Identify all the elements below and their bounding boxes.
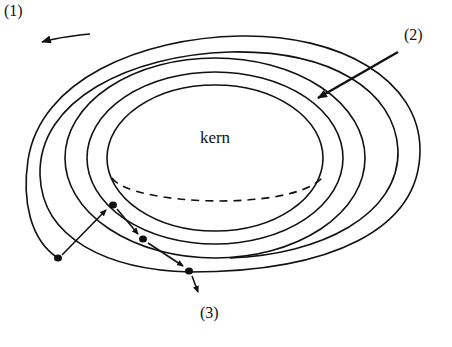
particle-dot	[54, 255, 62, 262]
ring	[26, 36, 420, 272]
particle-arrow	[192, 276, 198, 292]
particle-arrow	[117, 209, 138, 234]
dashed-arc	[112, 178, 322, 201]
ellipse-outline	[107, 85, 323, 231]
ring	[87, 72, 343, 244]
rotation-arrow	[42, 34, 90, 42]
ring	[65, 58, 365, 258]
callout-number: (3)	[200, 304, 219, 322]
core-label: kern	[200, 128, 230, 148]
particle-arrow	[148, 243, 183, 266]
particle-arrow	[62, 210, 106, 255]
particle-dot	[139, 236, 147, 243]
callout-number: (1)	[4, 2, 23, 20]
ring	[40, 52, 398, 272]
particle-dot	[185, 268, 193, 275]
pointer-arrow	[318, 52, 398, 98]
core-ellipse: kern	[107, 85, 323, 231]
particle-dot	[109, 202, 117, 209]
callout-number: (2)	[404, 26, 423, 44]
